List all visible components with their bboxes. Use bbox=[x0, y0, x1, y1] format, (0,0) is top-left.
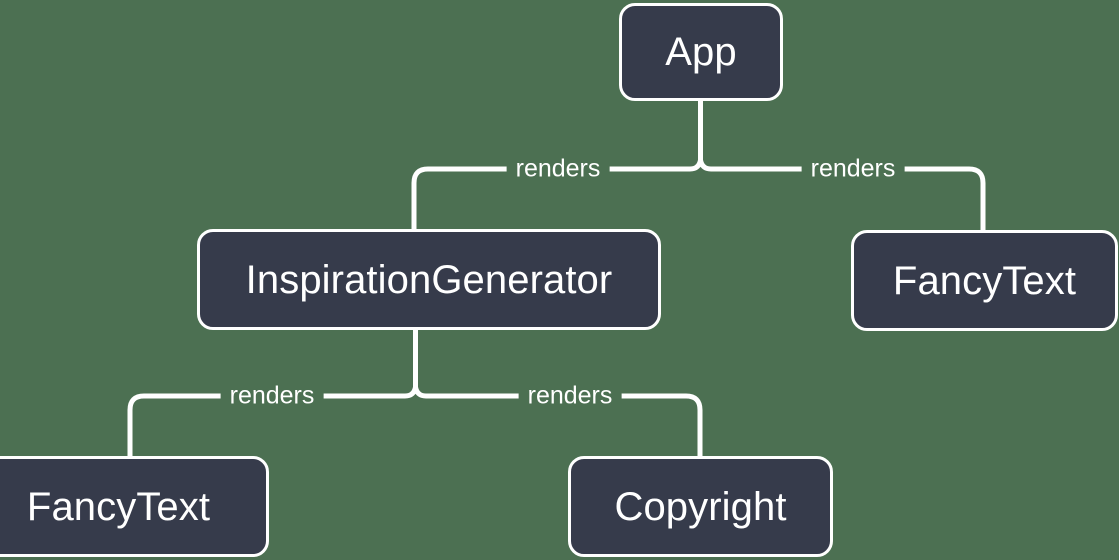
node-fancy-text-right-label: FancyText bbox=[892, 258, 1077, 303]
edge-ig-junction-right bbox=[413, 386, 703, 456]
node-fancy-text-bottom-label: FancyText bbox=[26, 484, 211, 529]
node-app-label: App bbox=[665, 30, 737, 74]
node-inspiration-generator[interactable]: InspirationGenerator bbox=[197, 229, 661, 330]
edge-label-app-fancytext: renders bbox=[801, 156, 905, 182]
node-fancy-text-right[interactable]: FancyText bbox=[851, 230, 1118, 331]
edge-label-inspirationgenerator-fancytext: renders bbox=[220, 383, 324, 409]
edge-app-junction-right bbox=[698, 159, 986, 230]
node-copyright-label: Copyright bbox=[614, 484, 787, 529]
node-copyright[interactable]: Copyright bbox=[568, 456, 833, 557]
edge-ig-junction-left bbox=[127, 386, 418, 456]
edge-label-app-inspirationgenerator: renders bbox=[506, 156, 610, 182]
edge-app-junction-left bbox=[411, 159, 703, 229]
node-inspiration-generator-label: InspirationGenerator bbox=[245, 257, 613, 302]
edge-label-inspirationgenerator-copyright: renders bbox=[518, 383, 622, 409]
node-fancy-text-bottom[interactable]: FancyText bbox=[0, 456, 269, 557]
node-app[interactable]: App bbox=[619, 3, 783, 101]
